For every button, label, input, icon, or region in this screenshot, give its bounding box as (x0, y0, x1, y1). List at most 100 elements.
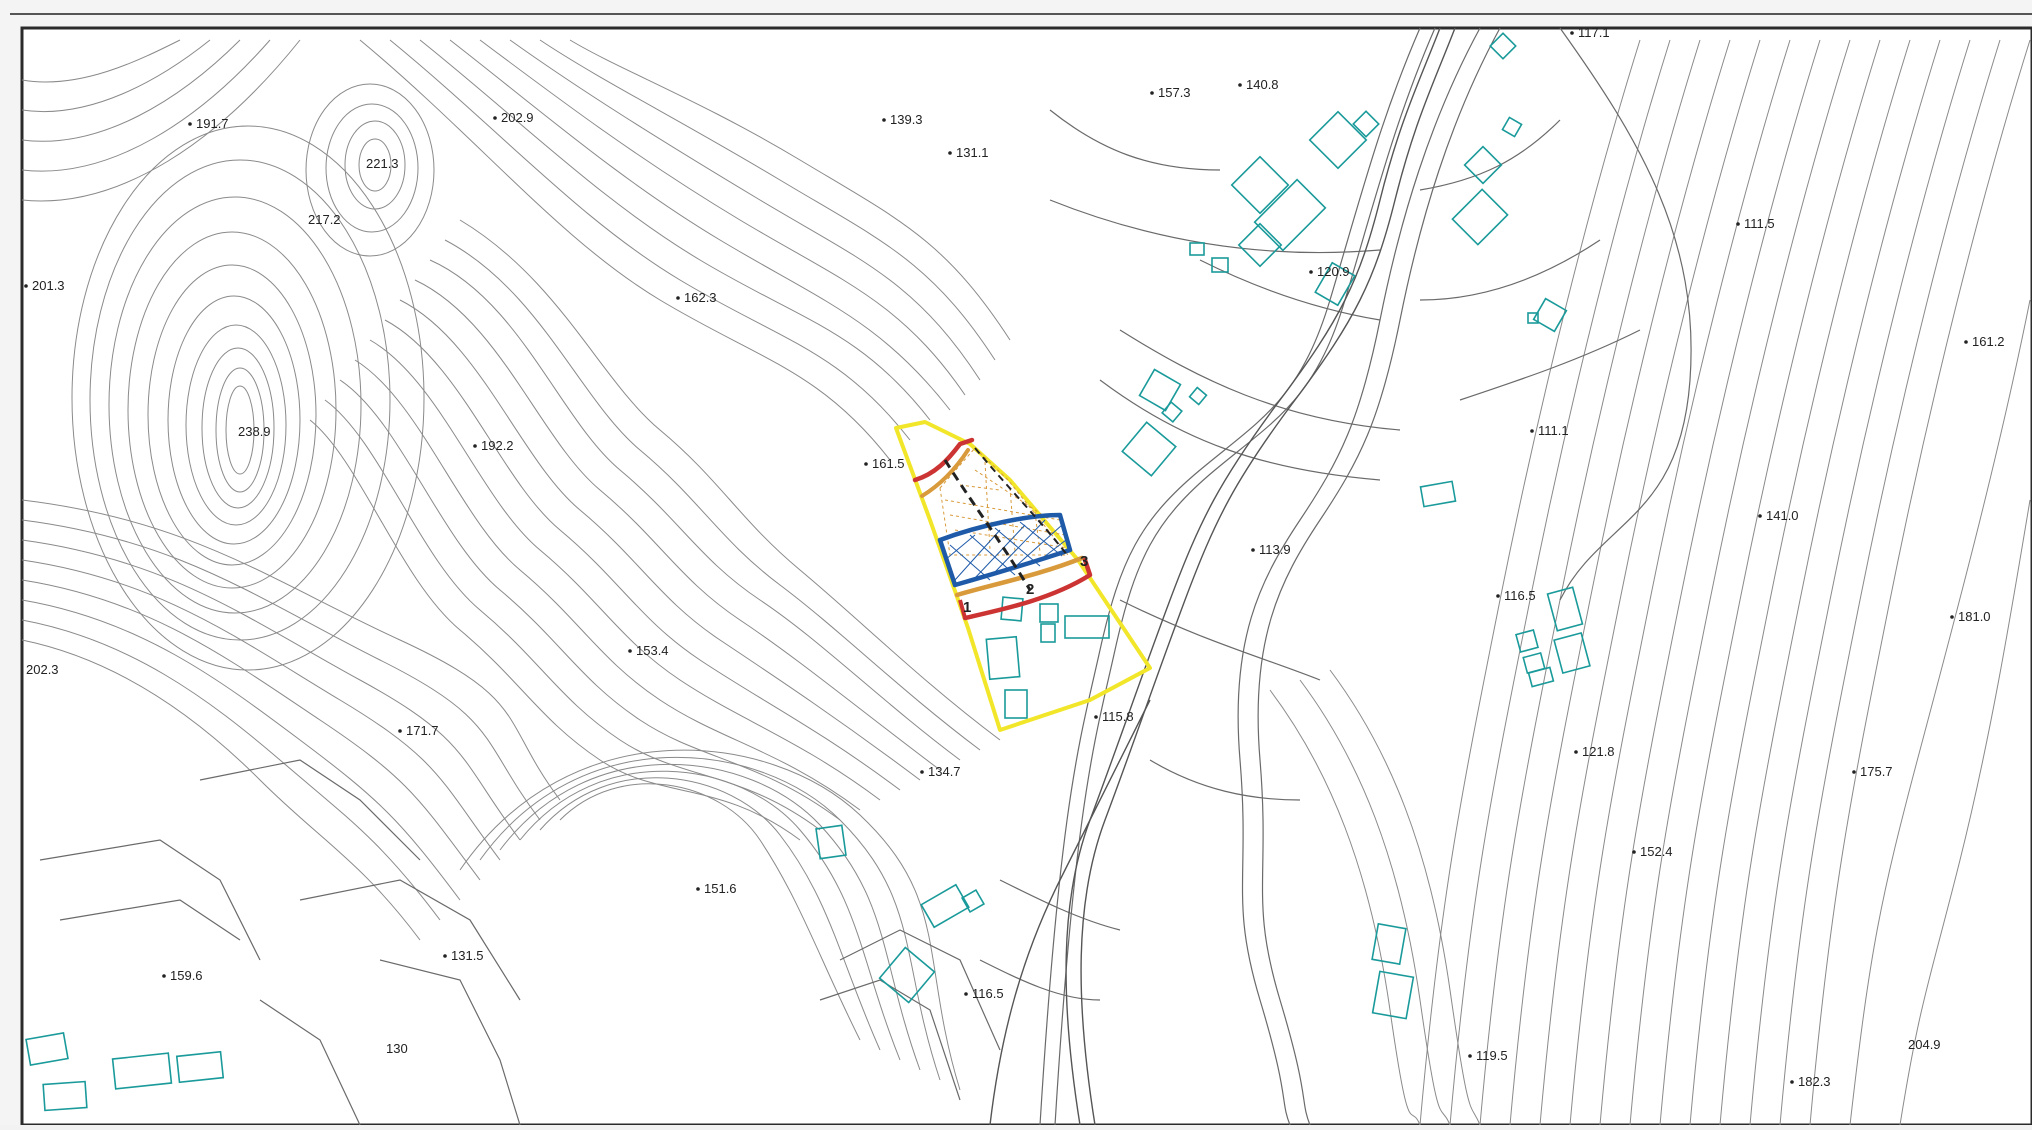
spot-height-dot (882, 118, 886, 122)
spot-height-label: 221.3 (366, 156, 399, 171)
zone-point-label: 1 (963, 599, 971, 616)
spot-height: 111.5 (1736, 216, 1775, 231)
spot-height: 161.2 (1964, 334, 2005, 349)
spot-height: 157.3 (1150, 85, 1191, 100)
building (175, 1050, 225, 1084)
orange-line-upper (920, 448, 970, 498)
building (1188, 386, 1208, 406)
spot-height-dot (493, 116, 497, 120)
main-road (989, 27, 1456, 1126)
building (1121, 421, 1177, 477)
building (1514, 628, 1540, 654)
spot-height-dot (1574, 750, 1578, 754)
building (1138, 368, 1182, 412)
building (1211, 257, 1229, 273)
spot-height-label: 157.3 (1158, 85, 1191, 100)
spot-height-label: 139.3 (890, 112, 923, 127)
spot-height: 171.7 (398, 723, 439, 738)
spot-height: 131.1 (948, 145, 989, 160)
spot-height: 152.4 (1632, 844, 1673, 859)
spot-height: 162.3 (676, 290, 717, 305)
spot-height-dot (443, 954, 447, 958)
spot-height-dot (696, 887, 700, 891)
spot-height-label: 191.7 (196, 116, 229, 131)
spot-height: 121.8 (1574, 744, 1615, 759)
spot-height-dot (188, 122, 192, 126)
spot-height-dot (24, 284, 28, 288)
building (1451, 188, 1509, 246)
spot-height-label: 115.8 (1102, 709, 1134, 724)
red-line-lower-tick (958, 599, 967, 619)
spot-height-label: 152.4 (1640, 844, 1673, 859)
spot-height: 140.8 (1238, 77, 1279, 92)
spot-height-label: 201.3 (32, 278, 65, 293)
spot-height: 175.7 (1852, 764, 1893, 779)
spot-height: 120.9 (1309, 264, 1350, 279)
spot-height-dot (1530, 429, 1534, 433)
building (1501, 116, 1523, 138)
spot-height-label: 141.0 (1766, 508, 1799, 523)
spot-height-dot (676, 296, 680, 300)
spot-height-dot (1632, 850, 1636, 854)
spot-height: 119.5 (1468, 1048, 1508, 1063)
spot-height: 141.0 (1758, 508, 1799, 523)
spot-height-dot (1852, 770, 1856, 774)
building (1527, 312, 1539, 324)
spot-height: 153.4 (628, 643, 669, 658)
spot-height-dot (1570, 31, 1574, 35)
spot-height-label: 120.9 (1317, 264, 1350, 279)
building (1237, 222, 1283, 268)
spot-height-label: 161.2 (1972, 334, 2005, 349)
study-area-boundary[interactable] (894, 420, 1152, 732)
building (1527, 666, 1555, 688)
buildings (25, 32, 1591, 1112)
building (1532, 297, 1568, 333)
zone-point-label: 2 (1026, 581, 1034, 598)
spot-height-label: 171.7 (406, 723, 439, 738)
spot-height-dot (920, 770, 924, 774)
spot-height: 159.6 (162, 968, 203, 983)
spot-height-dot (398, 729, 402, 733)
spot-height-label: 119.5 (1476, 1048, 1508, 1063)
spot-height-label: 130 (386, 1041, 408, 1056)
spot-height-label: 131.1 (956, 145, 989, 160)
zone-edge-dashed (974, 447, 1069, 557)
building (1352, 110, 1380, 138)
spot-height-label: 238.9 (238, 424, 271, 439)
zone-point-label: 3 (1080, 553, 1088, 570)
building (1189, 242, 1205, 256)
spot-height-label: 151.6 (704, 881, 737, 896)
building (1314, 261, 1356, 307)
spot-height: 111.1 (1530, 423, 1569, 438)
building (985, 635, 1021, 681)
building (1546, 586, 1584, 632)
spot-height: 116.5 (964, 986, 1004, 1001)
spot-height-label: 116.5 (972, 986, 1004, 1001)
spot-height-dot (1496, 594, 1500, 598)
building (1371, 922, 1407, 966)
spot-height-label: 140.8 (1246, 77, 1279, 92)
spot-height: 191.7 (188, 116, 229, 131)
spot-height-label: 204.9 (1908, 1037, 1941, 1052)
building (1489, 32, 1517, 60)
spot-height-label: 162.3 (684, 290, 717, 305)
spot-height-dot (162, 974, 166, 978)
spot-height: 161.5 (864, 456, 905, 471)
spot-height-label: 182.3 (1798, 1074, 1831, 1089)
spot-height: 202.3 (26, 662, 59, 677)
spot-height: 139.3 (882, 112, 923, 127)
red-line-lower (962, 557, 1093, 621)
spot-height: 151.6 (696, 881, 737, 896)
spot-height-label: 134.7 (928, 764, 961, 779)
spot-height: 113.9 (1251, 542, 1291, 557)
contour-lines (21, 39, 2031, 1126)
spot-height-dot (628, 649, 632, 653)
building (1463, 145, 1503, 185)
building (1371, 970, 1415, 1020)
spot-height-dot (1238, 83, 1242, 87)
building (1064, 615, 1110, 639)
spot-height: 116.5 (1496, 588, 1536, 603)
spot-height: 238.9 (238, 424, 271, 439)
